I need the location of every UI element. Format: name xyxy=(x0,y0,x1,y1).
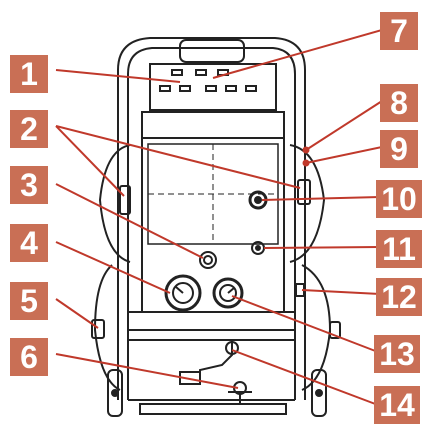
callout-5: 5 xyxy=(10,282,48,320)
connector-center xyxy=(199,251,217,269)
callout-4: 4 xyxy=(10,224,48,262)
handle-grip xyxy=(179,39,245,63)
callout-11: 11 xyxy=(376,230,422,268)
lower-shelf xyxy=(127,311,296,331)
left-lower-clip xyxy=(91,319,105,339)
callout-13: 13 xyxy=(374,335,420,373)
right-clip xyxy=(297,179,311,205)
callout-12: 12 xyxy=(376,278,422,316)
callout-2: 2 xyxy=(10,110,48,148)
callout-6: 6 xyxy=(10,338,48,376)
callout-7: 7 xyxy=(380,12,418,50)
right-lower-clip xyxy=(329,321,341,339)
hose xyxy=(199,340,233,385)
callout-14: 14 xyxy=(374,386,420,424)
callout-3: 3 xyxy=(10,166,48,204)
callout-8: 8 xyxy=(380,84,418,122)
callout-10: 10 xyxy=(376,180,422,218)
callout-9: 9 xyxy=(380,130,418,168)
left-drum xyxy=(98,144,131,263)
gauge-right xyxy=(212,277,244,309)
main-cabinet xyxy=(141,111,285,313)
callout-1: 1 xyxy=(10,55,48,93)
